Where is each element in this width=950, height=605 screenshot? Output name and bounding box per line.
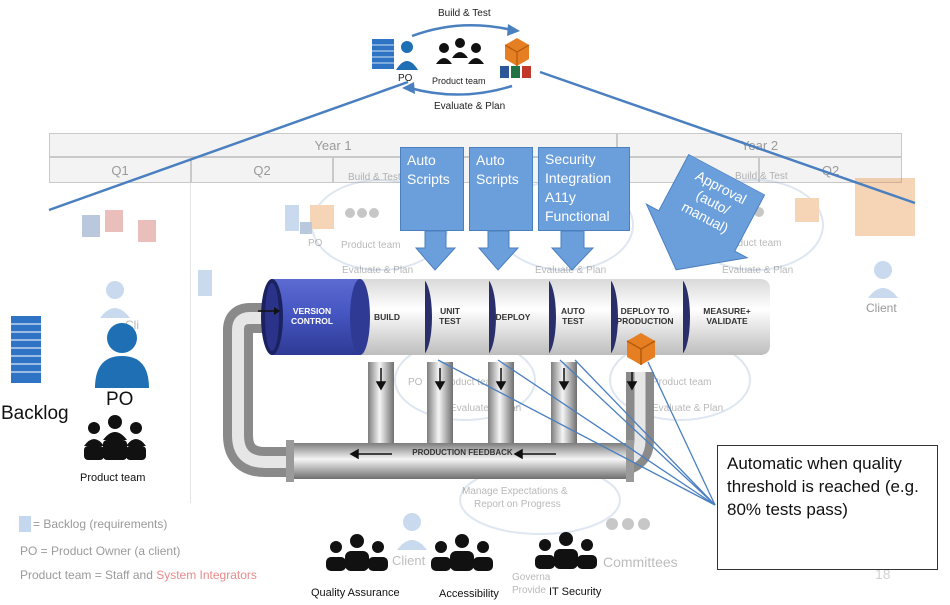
accessibility-label: Accessibility (439, 588, 499, 600)
top-build-test: Build & Test (438, 8, 491, 19)
callout-auto-line1: Auto (407, 152, 436, 168)
stage-version-control: VERSION CONTROL (290, 306, 334, 326)
legend-team: Product team = Staff and System Integrat… (20, 568, 257, 582)
q1-header: Q1 (49, 157, 191, 183)
top-po-icon (396, 41, 418, 70)
product-team-icon (84, 415, 146, 460)
segment-build (357, 279, 425, 355)
top-excel-icon (511, 66, 520, 78)
faded-report: Report on Progress (474, 499, 561, 510)
faded-build-test-2: Build & Test (735, 171, 788, 182)
legend-po: PO = Product Owner (a client) (20, 544, 181, 558)
callout-auto2-line1: Auto (476, 152, 505, 168)
callout-security-line2: Integration (545, 170, 612, 186)
faded-team-4: Product team (652, 377, 712, 388)
qa-label: Quality Assurance (311, 587, 400, 599)
segment-measure (680, 279, 770, 355)
stage-build: BUILD (374, 312, 400, 322)
callout-security-line1: Security (545, 151, 596, 167)
package-icon (626, 333, 656, 365)
top-team-icon (436, 38, 484, 64)
top-package-icon (504, 38, 530, 66)
q2-header: Q2 (191, 157, 333, 183)
stage-measure-validate: MEASURE+ VALIDATE (703, 306, 751, 326)
segment-unit-test (422, 279, 489, 355)
segment-deploy (486, 279, 549, 355)
faded-eval-2: Evaluate & Plan (535, 265, 607, 276)
faded-team-1: Product team (341, 240, 401, 251)
faded-build-test-1: Build & Test (348, 172, 401, 183)
legend-team-highlight: System Integrators (156, 568, 257, 582)
accessibility-team-icon (431, 534, 493, 571)
callout-approval: Approval (auto/ manual) (618, 144, 784, 302)
po-person-icon (95, 323, 149, 388)
top-evaluate-plan: Evaluate & Plan (434, 101, 506, 112)
callout-security-line3: A11y (545, 189, 576, 205)
faded-team-2: Product team (722, 238, 782, 249)
po-label: PO (106, 389, 134, 410)
faded-eval-3: Evaluate & Plan (722, 265, 794, 276)
segment-deploy-prod (608, 279, 683, 355)
quality-threshold-note: Automatic when quality threshold is reac… (717, 445, 938, 570)
backlog-legend-icon (19, 516, 31, 532)
faded-client-bottom: Client (392, 553, 426, 568)
stage-unit-test: UNIT TEST (439, 306, 461, 326)
callout-security-line4: Functional (545, 208, 610, 224)
faded-team-3: Product team (440, 377, 500, 388)
timeline-divider (190, 183, 191, 503)
callout-auto2-line2: Scripts (476, 171, 519, 187)
approval-arrow-shape (645, 153, 766, 271)
right-client-label: Client (866, 301, 897, 315)
backlog-stack-icon (11, 316, 41, 383)
qa-team-icon (326, 534, 388, 571)
faded-po-2: PO (408, 377, 423, 388)
segment-auto-test (546, 279, 611, 355)
top-word-icon (500, 66, 509, 78)
it-security-team-icon (535, 532, 597, 569)
legend-team-prefix: Product team = Staff and (20, 568, 157, 582)
callout-auto-line2: Scripts (407, 171, 450, 187)
product-team-label: Product team (80, 472, 146, 484)
top-ppt-icon (522, 66, 531, 78)
production-feedback-label: PRODUCTION FEEDBACK (412, 448, 513, 457)
it-security-label: IT Security (549, 586, 602, 598)
faded-eval-1: Evaluate & Plan (342, 265, 414, 276)
stage-deploy-production: DEPLOY TO PRODUCTION (616, 306, 674, 326)
faded-provide: Provide (512, 585, 546, 596)
backlog-label: Backlog (1, 403, 69, 424)
callout-security: Security Integration A11y Functional (538, 147, 630, 231)
feedback-pipe (290, 443, 630, 479)
year2-header: Year 2 (617, 133, 902, 157)
callout-auto-scripts-1: Auto Scripts (400, 147, 464, 231)
stage-deploy: DEPLOY (495, 312, 531, 322)
faded-committees: Committees (603, 554, 678, 570)
segment-version-control (272, 279, 360, 355)
top-backlog-icon (372, 39, 394, 69)
faded-po-1: PO (308, 238, 323, 249)
faded-governance: Governa (512, 572, 551, 583)
page-number: 18 (875, 566, 891, 582)
callout-auto-scripts-2: Auto Scripts (469, 147, 533, 231)
faded-eval-5: Evaluate & Plan (652, 403, 724, 414)
q2-header-year2: Q2 (759, 157, 902, 183)
faded-manage: Manage Expectations & (462, 486, 568, 497)
stage-auto-test: AUTO TEST (561, 306, 585, 326)
top-team-label: Product team (432, 76, 486, 86)
year1-header: Year 1 (49, 133, 617, 157)
top-po-label: PO (398, 73, 413, 84)
faded-eval-4: Evaluate & Plan (450, 403, 522, 414)
legend-backlog: = Backlog (requirements) (33, 517, 168, 531)
